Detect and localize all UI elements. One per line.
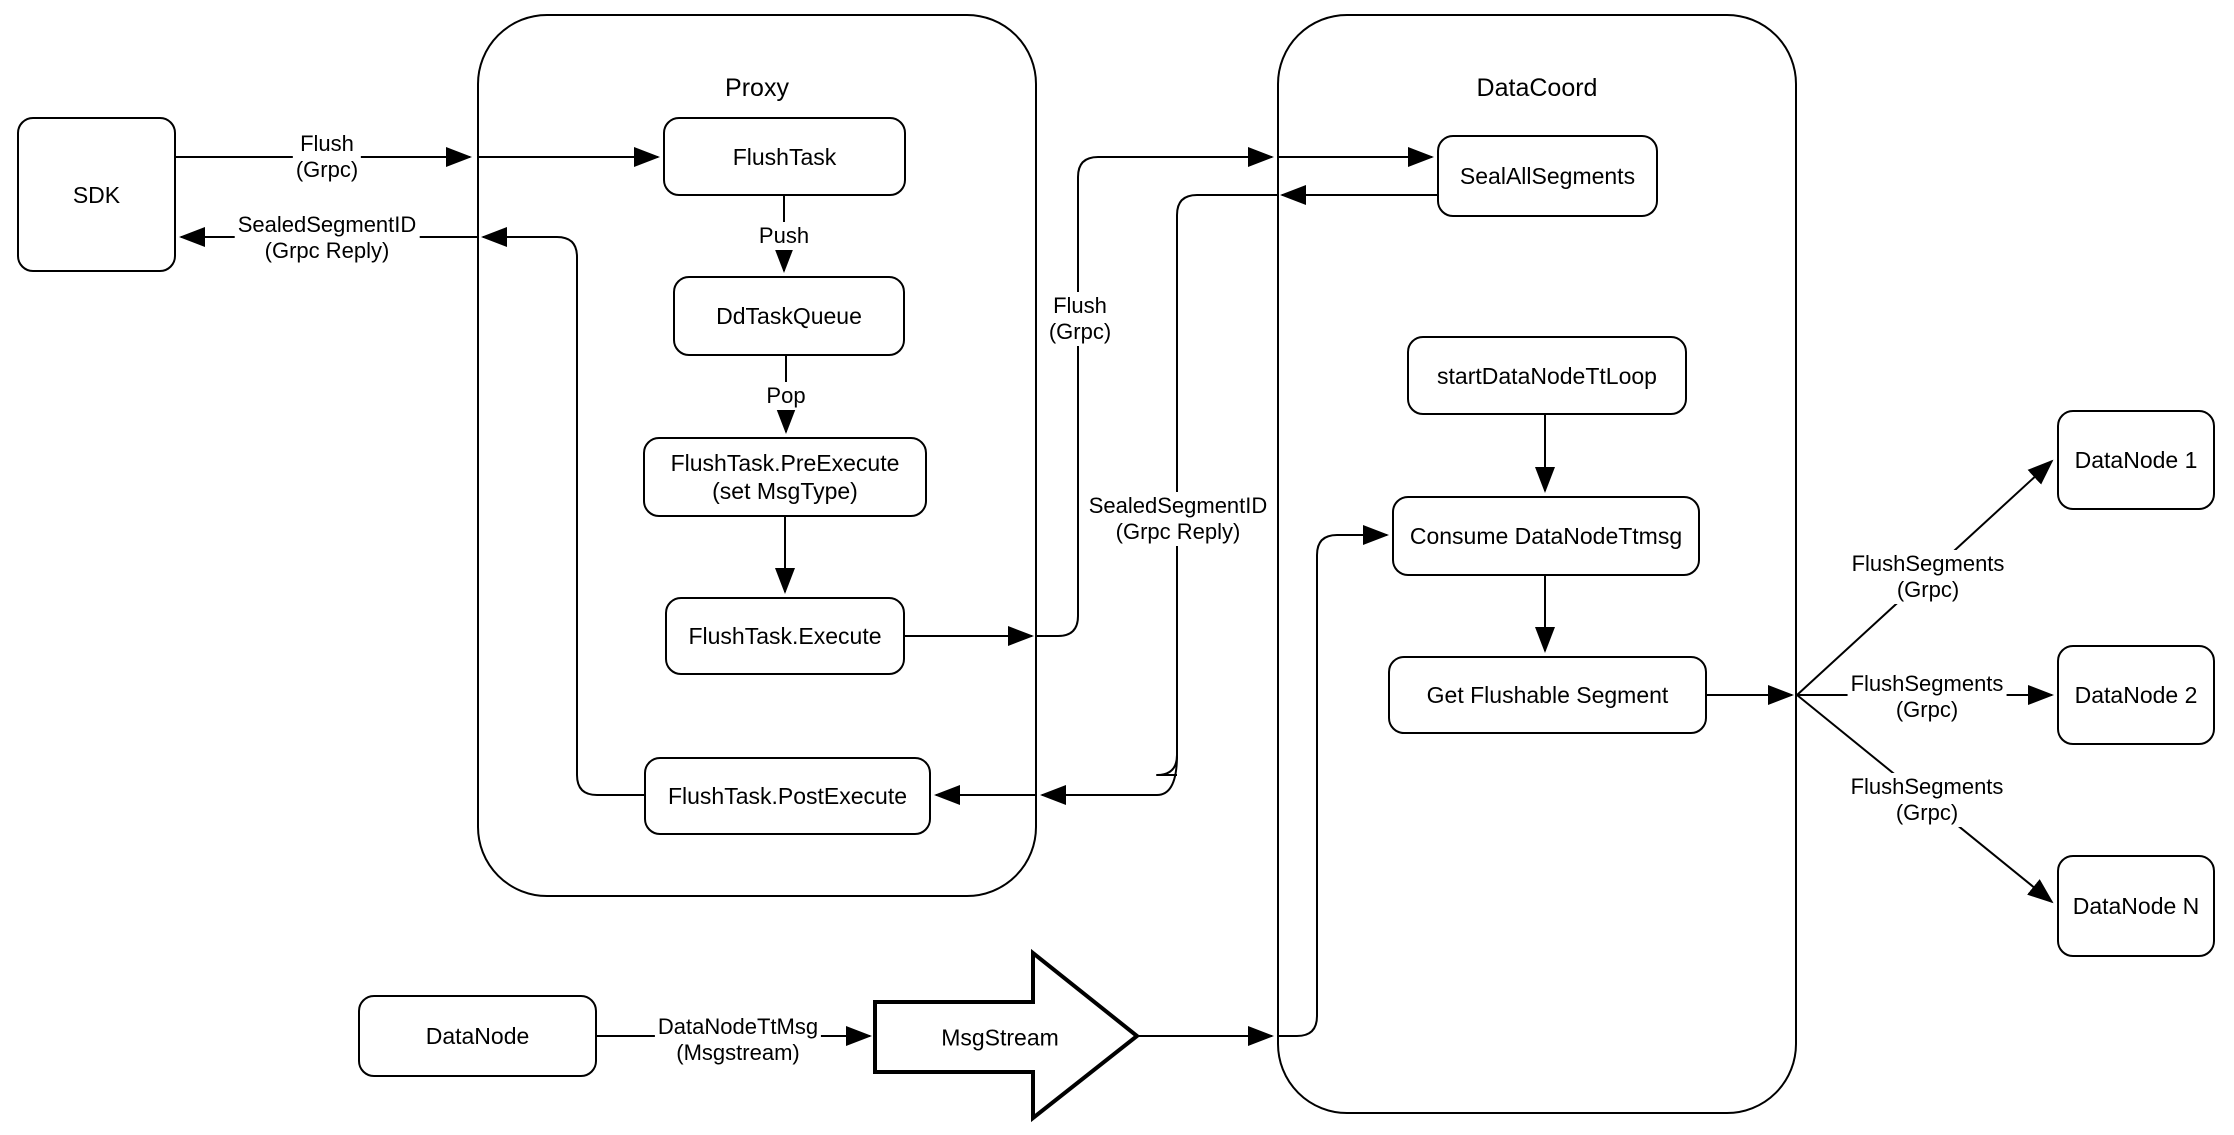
data-node-1-label: DataNode 1: [2074, 447, 2198, 473]
pre-execute-node: FlushTask.PreExecute (set MsgType): [643, 437, 927, 517]
sdk-label: SDK: [72, 181, 121, 208]
post-execute-label: FlushTask.PostExecute: [667, 783, 908, 809]
data-node-bottom-label: DataNode: [425, 1023, 530, 1049]
edge-label-push: Push: [755, 222, 813, 250]
pre-execute-label-line2: (set MsgType): [712, 478, 858, 504]
edge-label-flush-mid: Flush (Grpc): [1045, 292, 1115, 346]
data-node-n-node: DataNode N: [2057, 855, 2215, 957]
msgstream-label: MsgStream: [941, 1024, 1059, 1051]
consume-data-node-ttmsg-label: Consume DataNodeTtmsg: [1409, 523, 1683, 549]
edge-label-flush-sdk: Flush (Grpc): [292, 130, 362, 184]
proxy-container: Proxy: [477, 14, 1037, 897]
edge-label-flush-segments-1: FlushSegments (Grpc): [1848, 550, 2008, 604]
edge-label-pop: Pop: [763, 382, 809, 410]
proxy-title: Proxy: [725, 74, 789, 102]
execute-node: FlushTask.Execute: [665, 597, 905, 675]
post-execute-node: FlushTask.PostExecute: [644, 757, 931, 835]
flush-task-label: FlushTask: [732, 143, 837, 170]
edge-label-sealed-sdk: SealedSegmentID (Grpc Reply): [234, 211, 420, 265]
execute-label: FlushTask.Execute: [688, 623, 882, 649]
seal-all-segments-label: SealAllSegments: [1459, 163, 1636, 189]
datacoord-container: DataCoord: [1277, 14, 1797, 1114]
get-flushable-segment-label: Get Flushable Segment: [1426, 682, 1669, 708]
edge-label-data-node-tt-msg: DataNodeTtMsg (Msgstream): [654, 1013, 822, 1067]
edge-label-flush-segments-3: FlushSegments (Grpc): [1847, 773, 2007, 827]
msgstream-block-arrow: [873, 948, 1141, 1123]
data-node-bottom-node: DataNode: [358, 995, 597, 1077]
data-node-2-node: DataNode 2: [2057, 645, 2215, 745]
seal-all-segments-node: SealAllSegments: [1437, 135, 1658, 217]
edge-label-sealed-mid: SealedSegmentID (Grpc Reply): [1085, 492, 1271, 546]
start-data-node-tt-loop-label: startDataNodeTtLoop: [1437, 362, 1657, 389]
get-flushable-segment-node: Get Flushable Segment: [1388, 656, 1707, 734]
data-node-2-label: DataNode 2: [2074, 682, 2198, 708]
edge-label-flush-segments-2: FlushSegments (Grpc): [1847, 670, 2007, 724]
flush-task-node: FlushTask: [663, 117, 906, 196]
start-data-node-tt-loop-node: startDataNodeTtLoop: [1407, 336, 1687, 415]
dd-task-queue-label: DdTaskQueue: [716, 303, 862, 329]
pre-execute-label-line1: FlushTask.PreExecute: [670, 450, 900, 476]
data-node-1-node: DataNode 1: [2057, 410, 2215, 510]
sdk-node: SDK: [17, 117, 176, 272]
data-node-n-label: DataNode N: [2072, 893, 2200, 919]
consume-data-node-ttmsg-node: Consume DataNodeTtmsg: [1392, 496, 1700, 576]
dd-task-queue-node: DdTaskQueue: [673, 276, 905, 356]
datacoord-title: DataCoord: [1476, 74, 1598, 102]
